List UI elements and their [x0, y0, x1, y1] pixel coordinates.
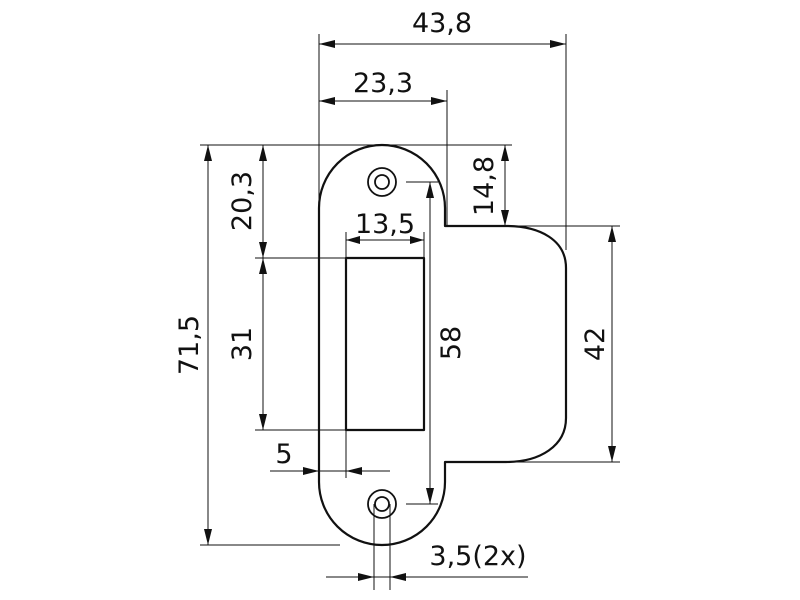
label-hole-diameter: 3,5(2x): [429, 541, 526, 572]
dim-edge-to-cutout: [270, 467, 390, 475]
dim-total-width: [319, 40, 566, 48]
dim-hole-spacing: [426, 182, 434, 504]
dim-top-to-cutout: [259, 145, 267, 258]
label-cutout-width: 13,5: [355, 209, 415, 240]
latch-cutout: [344, 256, 426, 432]
extension-lines: [200, 34, 620, 590]
dim-cutout-width: [346, 236, 424, 244]
dim-cutout-height: [259, 258, 267, 430]
label-tab-height: 42: [580, 327, 611, 361]
label-total-height: 71,5: [174, 315, 205, 375]
dim-plate-width: [319, 97, 447, 105]
plate-outline: [317, 143, 568, 547]
label-tab-offset: 14,8: [469, 156, 500, 216]
label-edge-to-cutout: 5: [275, 439, 292, 470]
label-hole-spacing: 58: [436, 326, 467, 360]
label-plate-width: 23,3: [353, 68, 413, 99]
dim-total-height: [204, 145, 212, 545]
dim-tab-height: [608, 226, 616, 462]
dim-hole-diameter: [326, 573, 528, 581]
dim-tab-offset: [501, 145, 509, 226]
screw-hole-top: [367, 167, 397, 197]
label-total-width: 43,8: [412, 8, 472, 39]
label-cutout-height: 31: [227, 327, 258, 361]
strike-plate: [317, 143, 568, 547]
label-top-to-cutout: 20,3: [227, 171, 258, 231]
screw-hole-bottom: [367, 489, 397, 519]
